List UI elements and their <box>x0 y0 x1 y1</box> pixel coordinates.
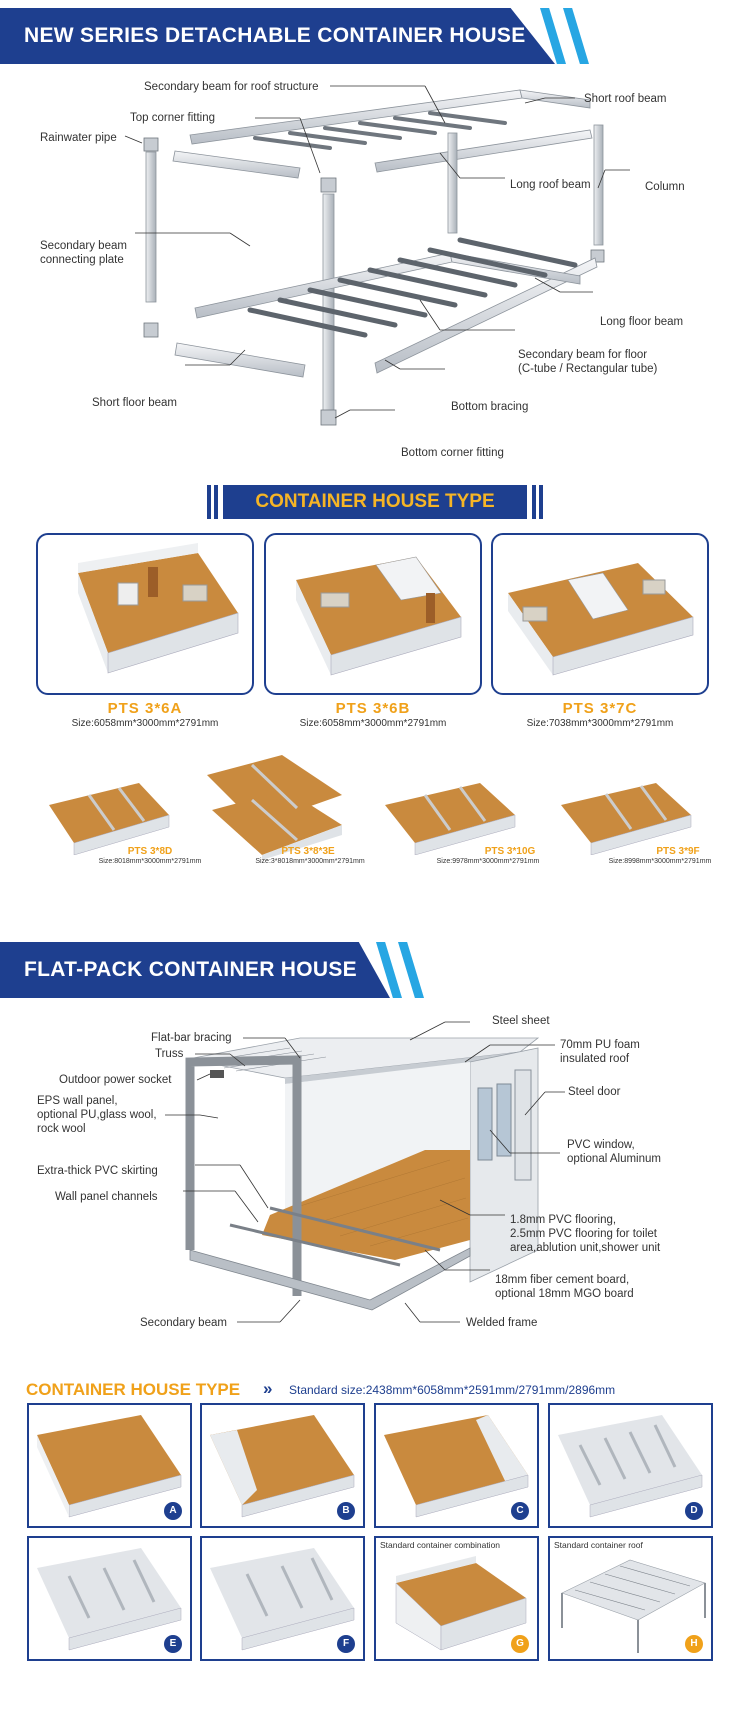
type-size-3x6b: Size:6058mm*3000mm*2791mm <box>299 718 447 729</box>
type-card-a[interactable]: A <box>27 1403 192 1528</box>
banner-stripe <box>563 8 589 64</box>
section-banner-detachable: NEW SERIES DETACHABLE CONTAINER HOUSE <box>0 8 589 64</box>
section-title: NEW SERIES DETACHABLE CONTAINER HOUSE <box>24 24 526 47</box>
container-image <box>37 1548 182 1651</box>
label-secondary-beam: Secondary beam <box>140 1317 227 1329</box>
container-image <box>395 1556 527 1651</box>
label-steel-sheet: Steel sheet <box>492 1015 550 1027</box>
label-steel-door: Steel door <box>568 1086 621 1098</box>
section-banner-flatpack: FLAT-PACK CONTAINER HOUSE <box>0 942 424 998</box>
label-wall-channels: Wall panel channels <box>55 1191 158 1203</box>
label-pvc-flooring: 1.8mm PVC flooring, 2.5mm PVC flooring f… <box>510 1214 661 1254</box>
label-secondary-floor: Secondary beam for floor (C-tube / Recta… <box>518 349 658 375</box>
standard-size-text: Standard size:2438mm*6058mm*2591mm/2791m… <box>289 1383 616 1397</box>
small-size-3x9f: Size:8998mm*3000mm*2791mm <box>608 858 712 865</box>
small-plan-3x10g[interactable] <box>380 775 520 855</box>
type-name-3x6a: PTS 3*6A <box>107 700 183 717</box>
container-image <box>210 1415 355 1518</box>
label-top-corner: Top corner fitting <box>130 112 216 124</box>
type-card-e[interactable]: E <box>27 1536 192 1661</box>
exploded-frame-diagram <box>124 85 630 426</box>
type-card-3x6b[interactable] <box>264 533 482 695</box>
small-name-3x8d: PTS 3*8D <box>127 846 173 857</box>
badge-h: H <box>685 1635 703 1653</box>
label-column: Column <box>645 181 685 193</box>
small-name-3x10g: PTS 3*10G <box>484 846 536 857</box>
type-card-h[interactable]: Standard container roof H <box>548 1536 713 1661</box>
small-size-3x8x3e: Size:3*8018mm*3000mm*2791mm <box>255 858 365 865</box>
type-size-3x7c: Size:7038mm*3000mm*2791mm <box>526 718 674 729</box>
roof-frame <box>172 89 593 179</box>
small-name-3x9f: PTS 3*9F <box>656 846 700 857</box>
card-caption: Standard container roof <box>554 1540 643 1550</box>
small-plan-3x9f[interactable] <box>556 775 696 855</box>
type-card-b[interactable]: B <box>200 1403 365 1528</box>
small-size-3x10g: Size:9978mm*3000mm*2791mm <box>436 858 540 865</box>
label-secondary-connect: Secondary beam connecting plate <box>40 240 127 266</box>
badge-c: C <box>511 1502 529 1520</box>
label-long-floor: Long floor beam <box>600 316 684 328</box>
label-skirting: Extra-thick PVC skirting <box>37 1165 158 1177</box>
flatpack-type-title: CONTAINER HOUSE TYPE <box>26 1380 241 1399</box>
label-long-roof: Long roof beam <box>510 179 591 191</box>
container-image <box>558 1415 703 1518</box>
type-card-3x7c[interactable] <box>491 533 709 695</box>
label-truss: Truss <box>155 1048 184 1060</box>
label-short-roof: Short roof beam <box>584 93 667 105</box>
label-short-floor: Short floor beam <box>92 397 178 409</box>
small-size-3x8d: Size:8018mm*3000mm*2791mm <box>98 858 202 865</box>
type-name-3x6b: PTS 3*6B <box>335 700 411 717</box>
label-pvc-window: PVC window, optional Aluminum <box>567 1139 661 1165</box>
small-plan-3x8x3e[interactable] <box>202 750 347 860</box>
floorplan-image <box>296 556 462 676</box>
type-card-3x6a[interactable] <box>36 533 254 695</box>
banner-band <box>0 8 555 64</box>
flatpack-diagram <box>165 1021 565 1323</box>
small-plan-3x8d[interactable] <box>44 775 174 855</box>
label-eps-wall: EPS wall panel, optional PU,glass wool, … <box>37 1095 157 1135</box>
header-title: CONTAINER HOUSE TYPE <box>223 485 527 519</box>
label-power-socket: Outdoor power socket <box>59 1074 172 1086</box>
type-card-c[interactable]: C <box>374 1403 539 1528</box>
floorplan-image <box>508 563 694 676</box>
badge-f: F <box>337 1635 355 1653</box>
label-pu-roof: 70mm PU foam insulated roof <box>560 1039 640 1065</box>
chevron-right-icon: » <box>263 1379 273 1398</box>
header-bars-left <box>205 485 221 519</box>
container-image <box>384 1415 529 1518</box>
section-title: FLAT-PACK CONTAINER HOUSE <box>24 958 357 981</box>
label-bottom-bracing: Bottom bracing <box>451 401 529 413</box>
card-caption: Standard container combination <box>380 1540 501 1550</box>
floor-secondary-beams <box>247 237 578 338</box>
badge-b: B <box>337 1502 355 1520</box>
badge-a: A <box>164 1502 182 1520</box>
roof-secondary-beams <box>253 111 507 150</box>
type-card-d[interactable]: D <box>548 1403 713 1528</box>
type-name-3x7c: PTS 3*7C <box>562 700 638 717</box>
label-welded-frame: Welded frame <box>466 1317 538 1329</box>
badge-e: E <box>164 1635 182 1653</box>
label-bottom-corner: Bottom corner fitting <box>401 447 504 459</box>
small-name-3x8x3e: PTS 3*8*3E <box>281 846 335 857</box>
label-fiber-board: 18mm fiber cement board, optional 18mm M… <box>495 1274 634 1300</box>
type-card-g[interactable]: Standard container combination G <box>374 1536 539 1661</box>
label-flat-bar: Flat-bar bracing <box>151 1032 232 1044</box>
header-bars-right <box>529 485 545 519</box>
label-rainwater: Rainwater pipe <box>40 132 117 144</box>
floorplan-image <box>78 543 239 674</box>
container-image <box>37 1415 182 1518</box>
banner-stripe <box>398 942 424 998</box>
type-card-f[interactable]: F <box>200 1536 365 1661</box>
banner-band <box>0 942 390 998</box>
container-image <box>561 1559 706 1653</box>
badge-d: D <box>685 1502 703 1520</box>
leader-lines <box>124 85 630 419</box>
badge-g: G <box>511 1635 529 1653</box>
container-type-header: CONTAINER HOUSE TYPE <box>205 485 545 519</box>
type-size-3x6a: Size:6058mm*3000mm*2791mm <box>71 718 219 729</box>
label-secondary-roof: Secondary beam for roof structure <box>144 81 319 93</box>
container-image <box>210 1548 355 1651</box>
